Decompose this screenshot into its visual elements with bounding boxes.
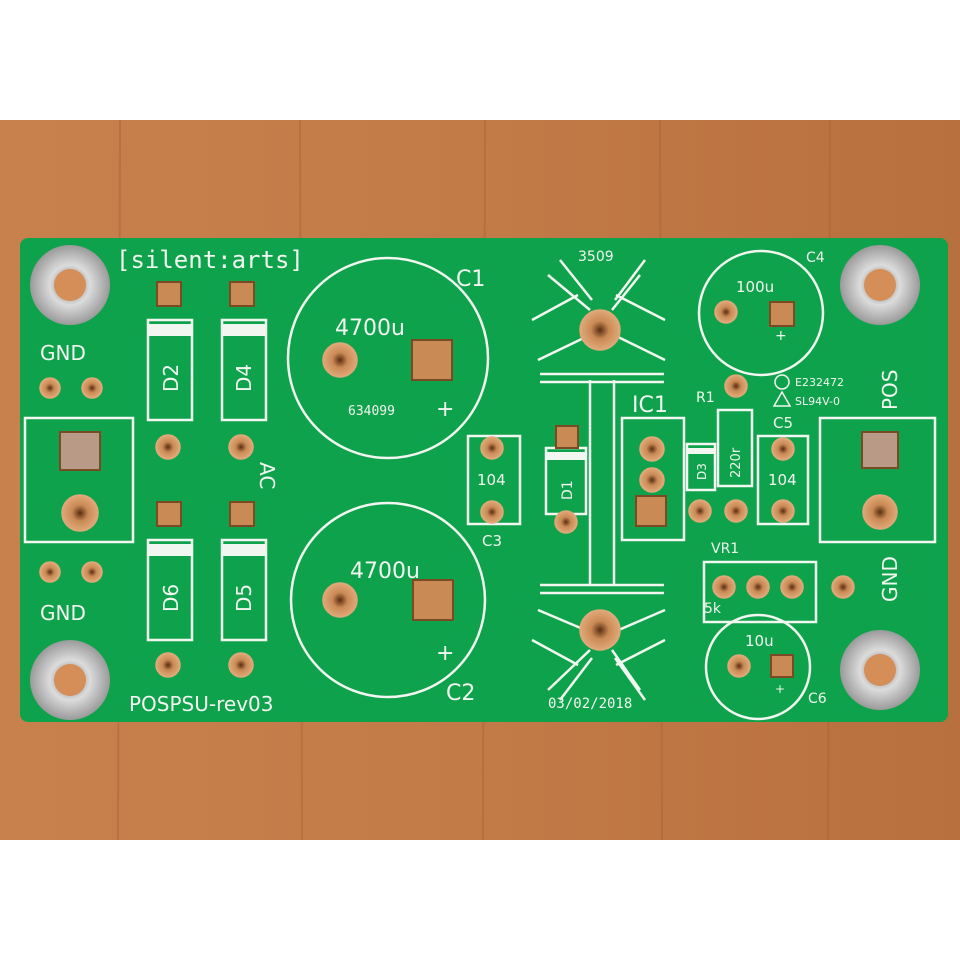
- c1-outline: [286, 256, 490, 460]
- c4-outline: [697, 249, 825, 377]
- c5-value: 104: [768, 471, 797, 489]
- vr1-label: VR1: [711, 541, 739, 557]
- c2-outline: [289, 501, 487, 699]
- ul-mark: E232472: [795, 376, 844, 389]
- mounting-hole-bottom-left: [30, 640, 110, 720]
- gnd-label-right: GND: [878, 556, 902, 602]
- vr1-value: 5k: [704, 601, 722, 617]
- ic1-label: IC1: [632, 393, 668, 418]
- c1-plus: +: [436, 397, 454, 422]
- d6-outline: [146, 538, 194, 642]
- mounting-hole-top-right: [840, 245, 920, 325]
- board-date: 03/02/2018: [548, 696, 632, 712]
- heatsink-outline: [531, 259, 666, 701]
- c2-label: C2: [446, 681, 475, 706]
- silkscreen-outlines: [23, 249, 937, 721]
- diode-bands: [148, 324, 715, 556]
- board-code: 3509: [578, 249, 614, 265]
- d5-label: D5: [232, 584, 256, 612]
- d1-label: D1: [560, 480, 576, 500]
- c4-plus: +: [775, 328, 787, 344]
- c1-label: C1: [456, 267, 485, 292]
- c6-label: C6: [808, 691, 827, 707]
- ul-logo-icon: [772, 374, 792, 407]
- pcb-board: [20, 238, 948, 722]
- d2-label: D2: [159, 364, 183, 392]
- r1-outline: [716, 408, 754, 488]
- c3-value: 104: [477, 471, 506, 489]
- r1-label: R1: [696, 390, 715, 406]
- c2-plus: +: [436, 641, 454, 666]
- pos-terminal-outline: [818, 416, 937, 544]
- gnd-label-bottom-left: GND: [40, 601, 86, 625]
- d4-label: D4: [232, 364, 256, 392]
- c4-value: 100u: [736, 278, 774, 296]
- brand-label: [silent:arts]: [116, 246, 304, 274]
- cap-code: 634099: [348, 404, 395, 419]
- c5-outline: [756, 434, 810, 526]
- board-name: POSPSU-rev03: [129, 692, 273, 716]
- c1-value: 4700u: [335, 316, 405, 341]
- d4-outline: [220, 318, 268, 422]
- c5-label: C5: [773, 414, 793, 432]
- d2-outline: [146, 318, 194, 422]
- ac-label: AC: [255, 462, 279, 489]
- mounting-hole-bottom-right: [840, 630, 920, 710]
- d5-outline: [220, 538, 268, 642]
- c4-label: C4: [806, 250, 825, 266]
- d6-label: D6: [159, 584, 183, 612]
- c3-outline: [466, 434, 522, 526]
- r1-value: 220r: [729, 447, 744, 478]
- c6-outline: [704, 613, 812, 721]
- c3-label: C3: [482, 532, 502, 550]
- c6-plus: +: [775, 682, 785, 696]
- pads: [39, 281, 899, 678]
- c6-value: 10u: [745, 632, 774, 650]
- vr1-outline: [702, 560, 818, 624]
- mounting-hole-top-left: [30, 245, 110, 325]
- ic1-outline: [620, 416, 686, 542]
- d3-label: D3: [695, 463, 709, 480]
- silkscreen-text: [silent:arts] 3509 GND GND POSPSU-rev03 …: [40, 246, 902, 716]
- gnd-label-top-left: GND: [40, 341, 86, 365]
- ac-terminal-outline: [23, 416, 135, 544]
- pos-label: POS: [878, 370, 902, 411]
- rating-mark: SL94V-0: [795, 395, 840, 408]
- c2-value: 4700u: [350, 559, 420, 584]
- d3-outline: [685, 442, 717, 492]
